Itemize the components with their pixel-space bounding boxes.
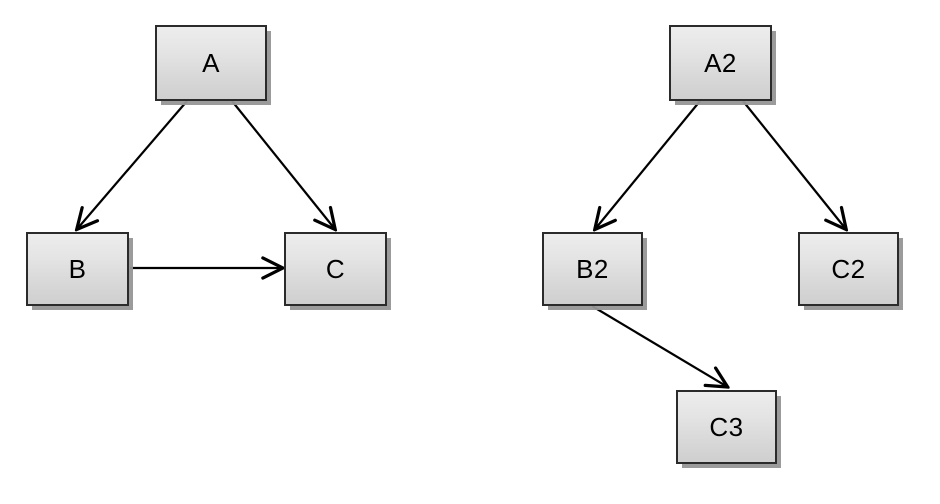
node-b2-label: B2 (576, 254, 609, 284)
node-c2-label: C2 (831, 254, 866, 284)
node-c3[interactable]: C3 (676, 390, 777, 464)
node-c3-label: C3 (709, 412, 744, 442)
node-c2[interactable]: C2 (798, 232, 899, 306)
node-b2[interactable]: B2 (542, 232, 643, 306)
edge-a-to-c (231, 100, 334, 228)
edge-b2-to-c3 (591, 305, 726, 386)
edge-a-to-b (78, 100, 188, 228)
node-a[interactable]: A (155, 25, 267, 101)
node-c-label: C (325, 254, 346, 284)
node-b-label: B (68, 254, 87, 284)
node-b[interactable]: B (26, 232, 129, 306)
node-a2-label: A2 (704, 48, 737, 78)
node-a2[interactable]: A2 (669, 25, 772, 101)
edge-a2-to-b2 (596, 100, 701, 228)
node-a-label: A (202, 48, 220, 78)
node-c[interactable]: C (284, 232, 387, 306)
edge-a2-to-c2 (742, 100, 845, 228)
